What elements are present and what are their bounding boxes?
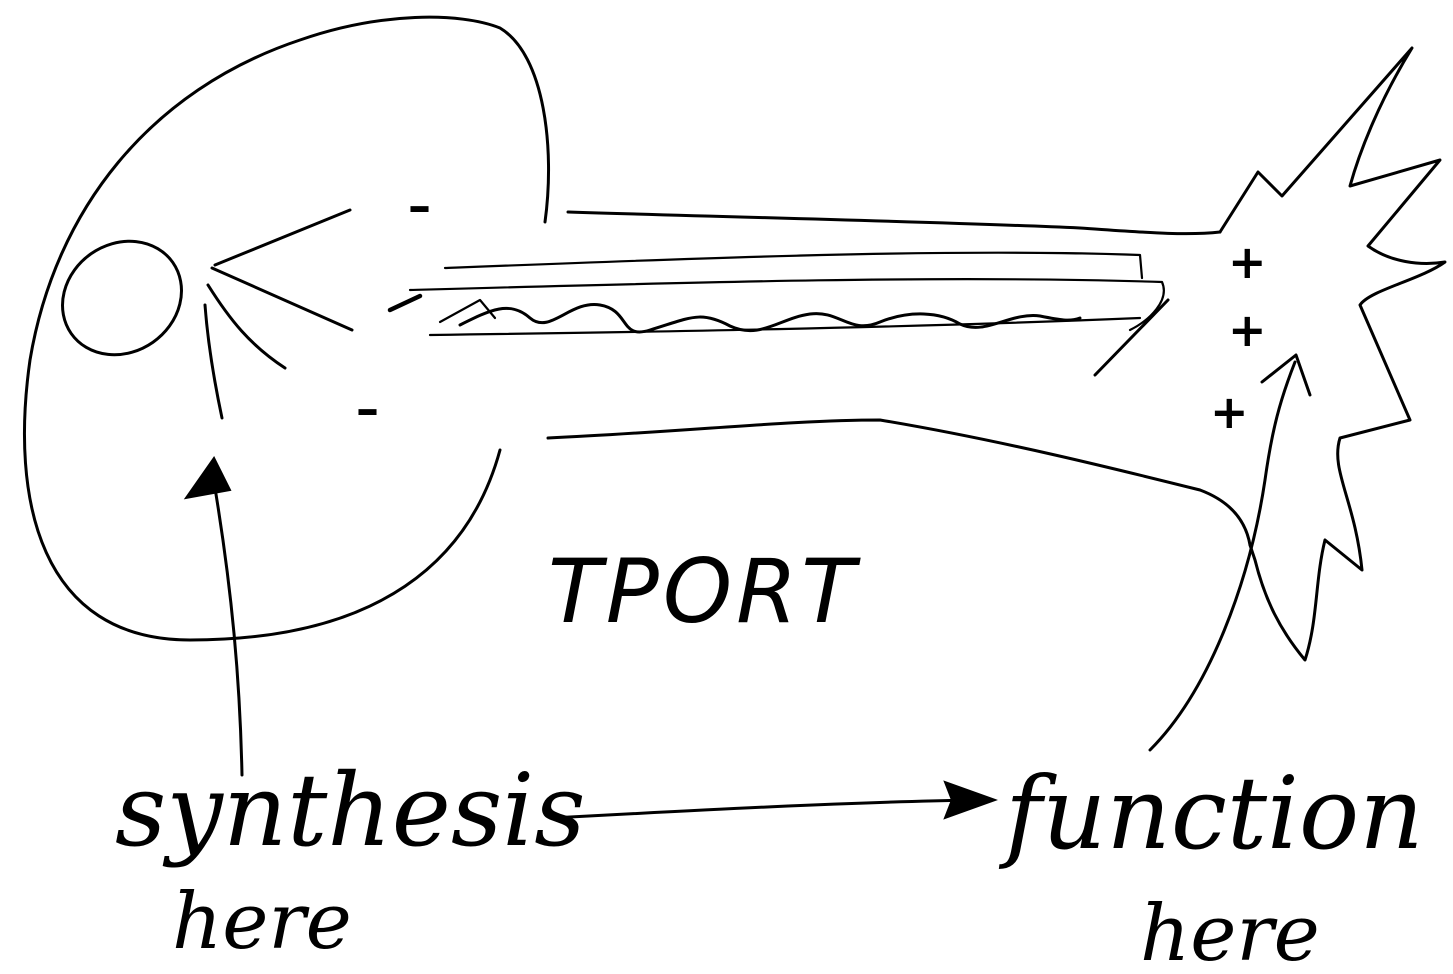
- axon-upper-wall: [568, 212, 1220, 234]
- synthesis-arrow-shaft: [214, 482, 242, 775]
- radiating-line: [205, 305, 222, 418]
- function-label-line1: function: [998, 755, 1424, 872]
- synthesis-to-function-arrow-head: [945, 782, 995, 818]
- hillock-mark: [390, 296, 420, 310]
- synthesis-label-line2: here: [172, 877, 352, 967]
- cell-body-outline: [24, 17, 548, 640]
- transport-label: TPORT: [548, 540, 861, 643]
- radiating-line: [208, 285, 285, 368]
- axon-lower-wall: [548, 420, 1250, 545]
- plus-sign-2: +: [1228, 303, 1267, 357]
- cargo-wave: [460, 305, 1080, 333]
- synthesis-label-line1: synthesis: [115, 752, 586, 869]
- minus-sign-upper: –: [408, 179, 431, 233]
- radiating-line: [215, 210, 350, 265]
- synthesis-to-function-arrow-shaft: [552, 800, 975, 818]
- transport-tube-tip: [1095, 300, 1168, 375]
- nucleus: [40, 218, 204, 378]
- minus-sign-lower: –: [356, 382, 379, 436]
- function-label-line2: here: [1140, 889, 1320, 974]
- synthesis-arrow-head: [186, 458, 230, 498]
- transport-tube-line: [440, 300, 495, 322]
- transport-tube-line: [445, 253, 1142, 278]
- plus-sign-1: +: [1228, 235, 1267, 289]
- plus-sign-3: +: [1210, 385, 1249, 439]
